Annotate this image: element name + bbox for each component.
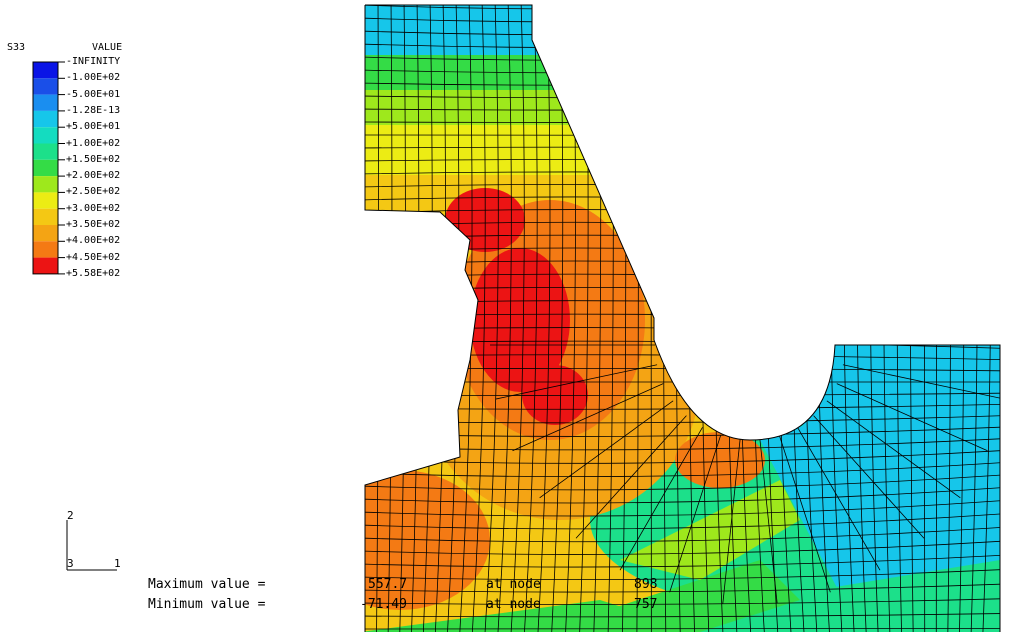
legend-level-label: +1.00E+02 <box>66 137 121 149</box>
min-at-label: at node <box>486 597 541 612</box>
legend-level-label: +4.50E+02 <box>66 251 121 263</box>
legend-swatch <box>33 78 58 95</box>
max-at-label: at node <box>486 577 541 592</box>
legend-level-label: +4.00E+02 <box>66 235 121 247</box>
legend-frame <box>32 61 59 275</box>
min-value-label: Minimum value = <box>148 597 266 612</box>
legend-level-label: +3.50E+02 <box>66 219 121 230</box>
legend-swatch <box>33 127 58 144</box>
axis-3-label: 3 <box>67 557 74 570</box>
axis-2-label: 2 <box>67 509 74 522</box>
legend-swatch <box>33 176 58 193</box>
legend-level-label: +2.50E+02 <box>66 186 121 198</box>
legend-level-label: +3.00E+02 <box>66 202 121 214</box>
legend-swatch <box>33 94 58 111</box>
legend-level-label: +5.00E+01 <box>66 121 121 133</box>
legend-swatch <box>33 110 58 128</box>
legend-level-label: +2.00E+02 <box>66 170 121 182</box>
legend-swatch <box>33 143 58 160</box>
legend-swatch <box>33 62 58 79</box>
legend-level-label: -1.00E+02 <box>66 72 121 84</box>
legend-value-header: VALUE <box>92 42 123 53</box>
legend-swatch <box>33 159 58 177</box>
legend-level-label: +1.50E+02 <box>66 153 121 165</box>
axis-triad <box>66 520 117 571</box>
legend-swatch <box>33 241 58 258</box>
legend-variable: S33 <box>7 42 26 53</box>
legend-level-label: -5.00E+01 <box>66 88 121 100</box>
axis-1-label: 1 <box>114 557 121 570</box>
legend-color-bar <box>32 61 65 275</box>
legend-swatch <box>33 208 58 225</box>
legend-level-label: -1.28E-13 <box>66 104 121 116</box>
max-node: 898 <box>634 577 658 592</box>
legend-swatch <box>33 225 58 242</box>
max-value: 557.7 <box>368 577 408 592</box>
max-value-label: Maximum value = <box>148 577 266 592</box>
model-outline <box>364 4 1001 632</box>
legend-level-label: -INFINITY <box>66 56 121 67</box>
min-value: -71.49 <box>360 597 407 612</box>
legend-swatch <box>33 257 58 274</box>
fe-model-body <box>365 5 1000 632</box>
legend-level-label: +5.58E+02 <box>66 267 121 279</box>
min-node: 757 <box>634 597 658 612</box>
legend-swatch <box>33 192 58 209</box>
